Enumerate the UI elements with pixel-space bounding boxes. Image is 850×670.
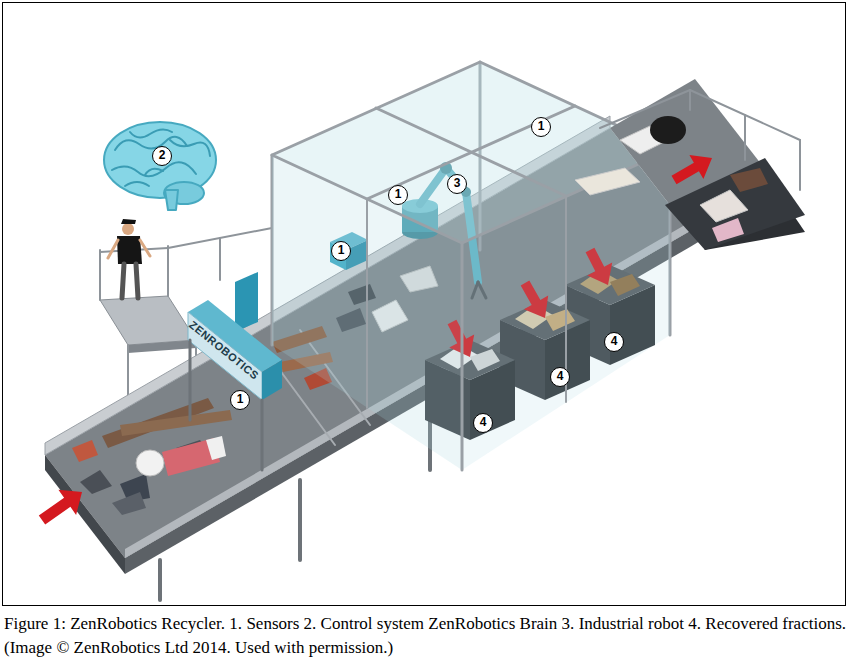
callout-number: 1 (230, 390, 250, 410)
cabin-post (366, 199, 368, 408)
cabin-post (461, 243, 464, 470)
brain-stem (165, 190, 178, 210)
callout-number: 4 (550, 367, 570, 387)
railing-post (99, 250, 101, 300)
operator-arm (140, 240, 150, 256)
rock (112, 492, 146, 515)
callout-number: 1 (388, 185, 408, 205)
figure-caption: Figure 1: ZenRobotics Recycler. 1. Senso… (4, 612, 846, 660)
operator-torso (117, 236, 142, 264)
brain-fold (145, 169, 163, 175)
callout-number: 1 (531, 117, 551, 137)
operator-cap (121, 219, 136, 224)
brick (72, 440, 98, 462)
glass-roof (272, 62, 670, 243)
operator-platform (100, 296, 196, 345)
railing-post (799, 140, 801, 190)
input-arrow (39, 490, 82, 525)
residue-item (730, 168, 768, 192)
residue-item (575, 168, 640, 195)
conveyor-leg (158, 560, 162, 600)
exit-arrow (672, 155, 713, 184)
callout-number: 4 (604, 332, 624, 352)
callout-number: 1 (331, 241, 351, 261)
scanner-leg (261, 400, 264, 470)
scanner-end (262, 360, 282, 400)
scanner-leg (189, 340, 192, 420)
bottle-cap (136, 450, 164, 476)
brain-fold (170, 140, 210, 156)
railing-post (167, 246, 169, 296)
bottle-label (206, 436, 226, 460)
brain-fold (125, 182, 149, 186)
operator-head (122, 223, 134, 235)
operator-arm (108, 240, 118, 258)
operator-leg (122, 264, 124, 298)
roof-frame (272, 62, 670, 243)
railing-post (744, 115, 746, 160)
railing-post (689, 90, 691, 110)
callout-number: 3 (447, 174, 467, 194)
wood-plank (120, 410, 232, 436)
recycler-illustration (0, 0, 850, 606)
rock (80, 470, 112, 494)
operator-leg (136, 264, 138, 298)
railing-post (219, 238, 221, 280)
residue-item (700, 190, 748, 222)
residue-black-bag (650, 116, 686, 144)
sensor-tower (235, 272, 258, 332)
residue-item (712, 218, 744, 242)
brain-fold (130, 129, 172, 137)
figure-frame (3, 3, 846, 606)
callout-number: 4 (473, 413, 493, 433)
brain-fold (112, 162, 196, 176)
platform-edge (128, 340, 196, 353)
conveyor-leg (298, 480, 302, 560)
callout-number: 2 (152, 146, 172, 166)
